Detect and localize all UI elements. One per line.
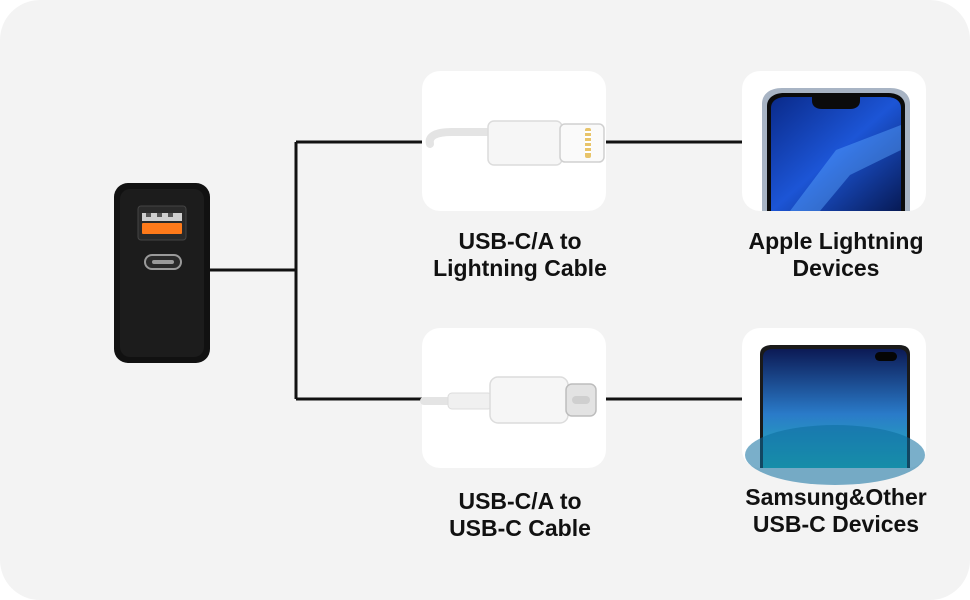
apple-devices-label-line2: Devices [792,255,880,281]
usbc-cable-label-line2: USB-C Cable [449,515,591,541]
samsung-devices-label: Samsung&Other USB-C Devices [726,484,946,538]
usbc-cable-label: USB-C/A to USB-C Cable [422,488,618,542]
samsung-devices-label-line2: USB-C Devices [752,511,920,537]
usbc-cable-label-line1: USB-C/A to [458,488,582,514]
samsung-devices-label-line1: Samsung&Other [745,484,927,510]
lightning-cable-label-line2: Lightning Cable [433,255,607,281]
lightning-cable-label-line1: USB-C/A to [458,228,582,254]
lightning-cable-label: USB-C/A to Lightning Cable [422,228,618,282]
apple-devices-label: Apple Lightning Devices [730,228,942,282]
apple-devices-label-line1: Apple Lightning [748,228,924,254]
